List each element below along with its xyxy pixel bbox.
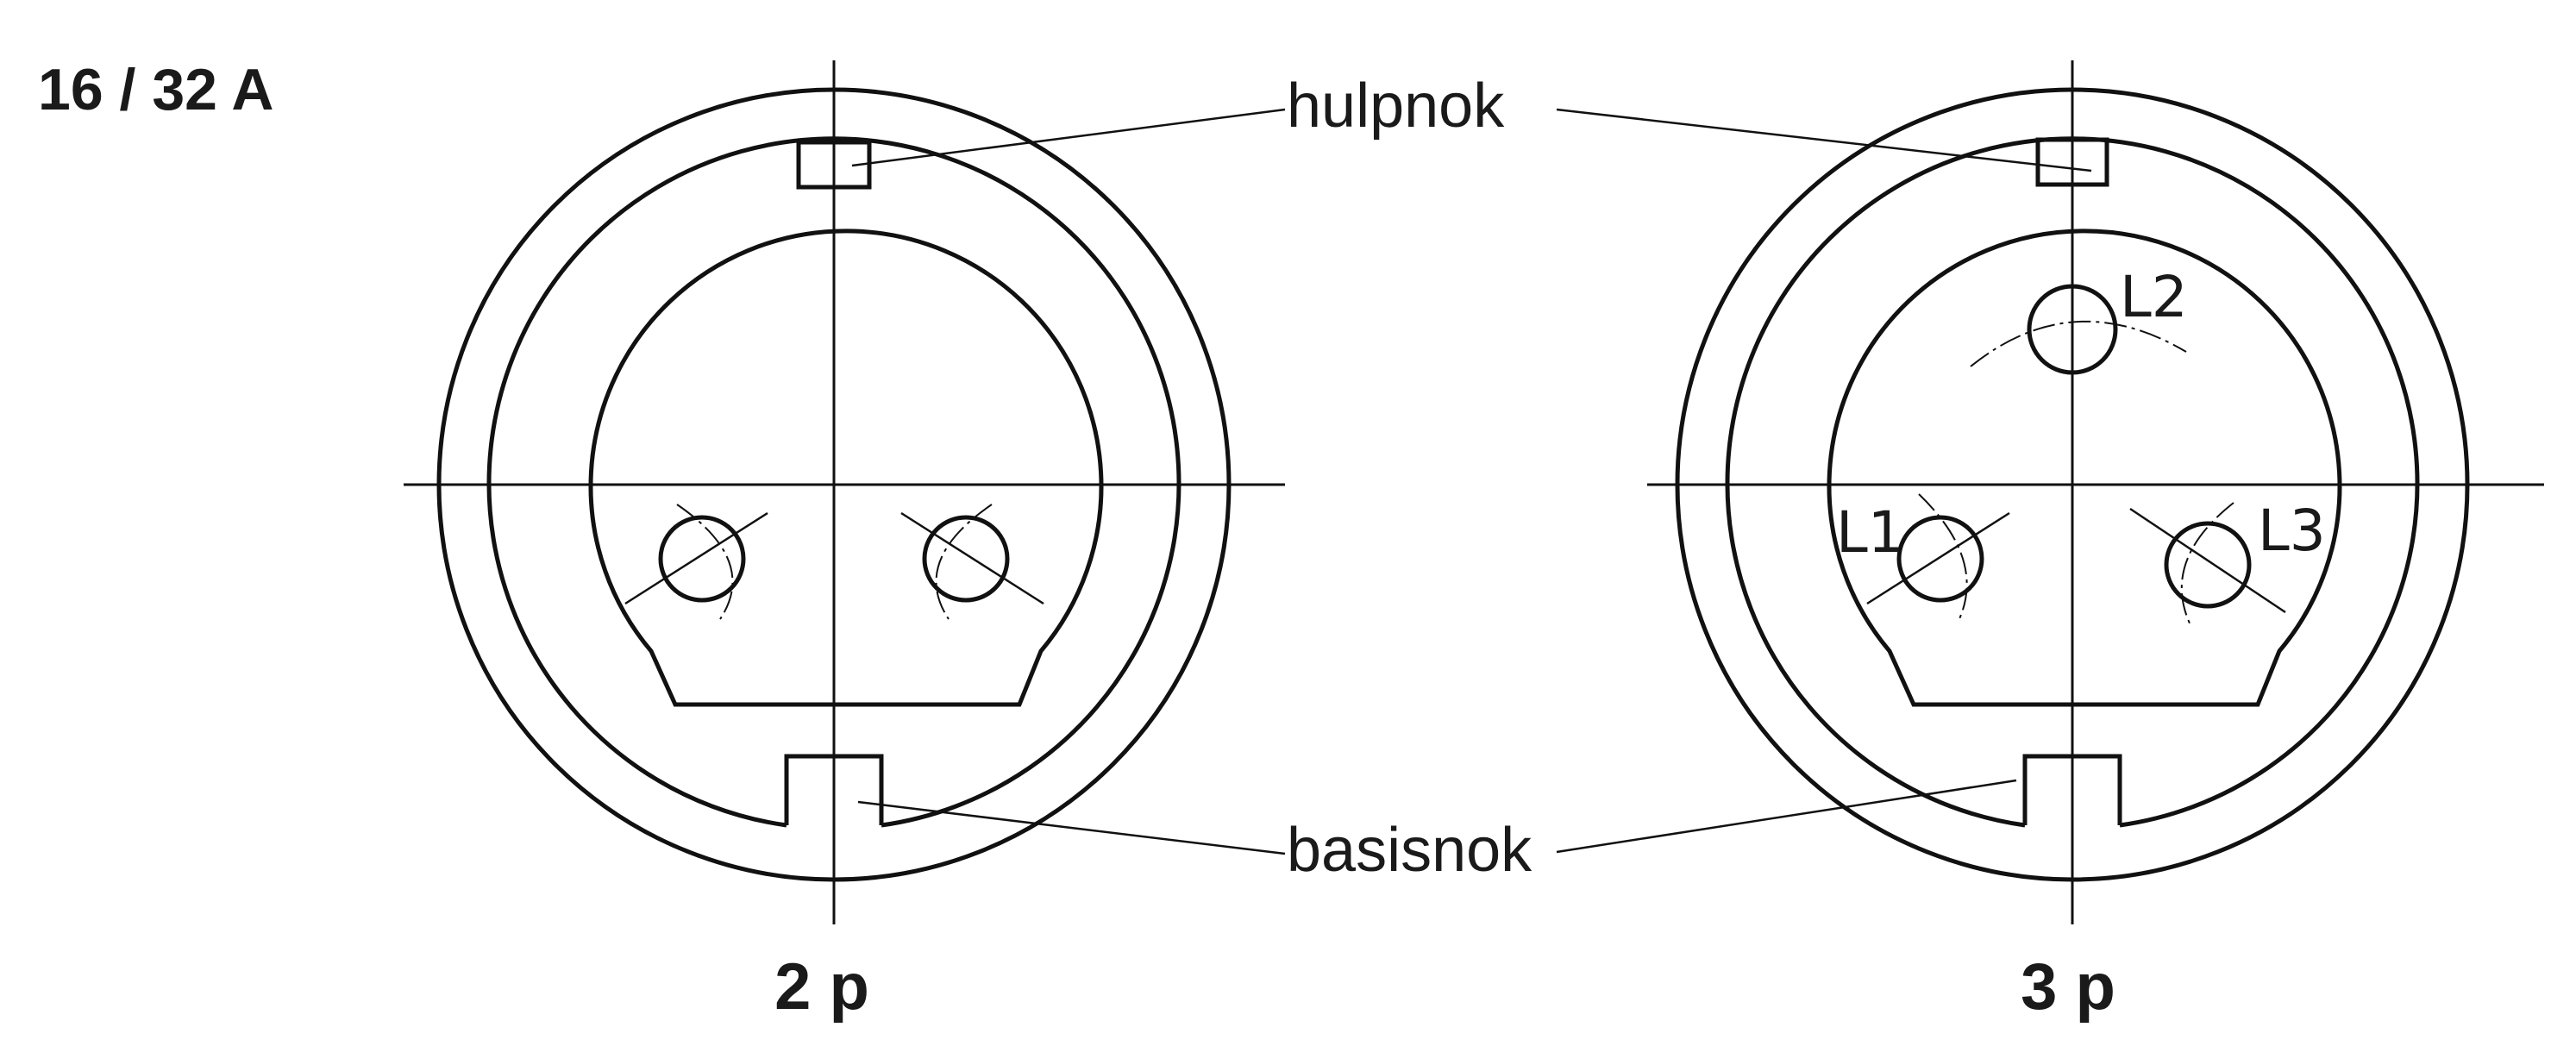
- callout-leaders: [851, 108, 2092, 855]
- pin-label-l2: L2: [2120, 264, 2188, 330]
- callout-hulpnok: hulpnok: [1287, 72, 1505, 141]
- outer-ring-2p: [436, 87, 1232, 882]
- middle-ring-2p: [486, 136, 1181, 828]
- hulpnok-key-2p: [796, 140, 872, 190]
- insulator-3p: [1827, 229, 2342, 707]
- pin-label-l3: L3: [2258, 498, 2326, 564]
- leader-basisnok-3p: [1556, 779, 2017, 854]
- pin-l2: [1970, 284, 2187, 375]
- leader-hulpnok-3p: [1556, 108, 2092, 172]
- insulator-2p: [588, 229, 1104, 707]
- caption-3p: 3 p: [2021, 950, 2115, 1024]
- connector-2p: [404, 60, 1285, 924]
- basisnok-key-2p: [784, 754, 884, 825]
- page-title: 16 / 32 A: [38, 57, 273, 122]
- outer-ring-3p: [1675, 87, 2470, 882]
- hulpnok-key-3p: [2035, 137, 2109, 187]
- pin-left-2p: [624, 504, 768, 620]
- callout-basisnok: basisnok: [1287, 816, 1532, 885]
- pin-l3: [2129, 502, 2286, 626]
- basisnok-key-3p: [2022, 754, 2122, 825]
- pin-l1: [1866, 493, 2010, 623]
- caption-2p: 2 p: [774, 950, 869, 1024]
- pin-label-l1: L1: [1836, 499, 1904, 566]
- leader-basisnok-2p: [857, 800, 1286, 855]
- connector-3p: L2 L1 L3: [1647, 60, 2544, 924]
- leader-hulpnok-2p: [851, 108, 1286, 167]
- pin-right-2p: [900, 504, 1044, 620]
